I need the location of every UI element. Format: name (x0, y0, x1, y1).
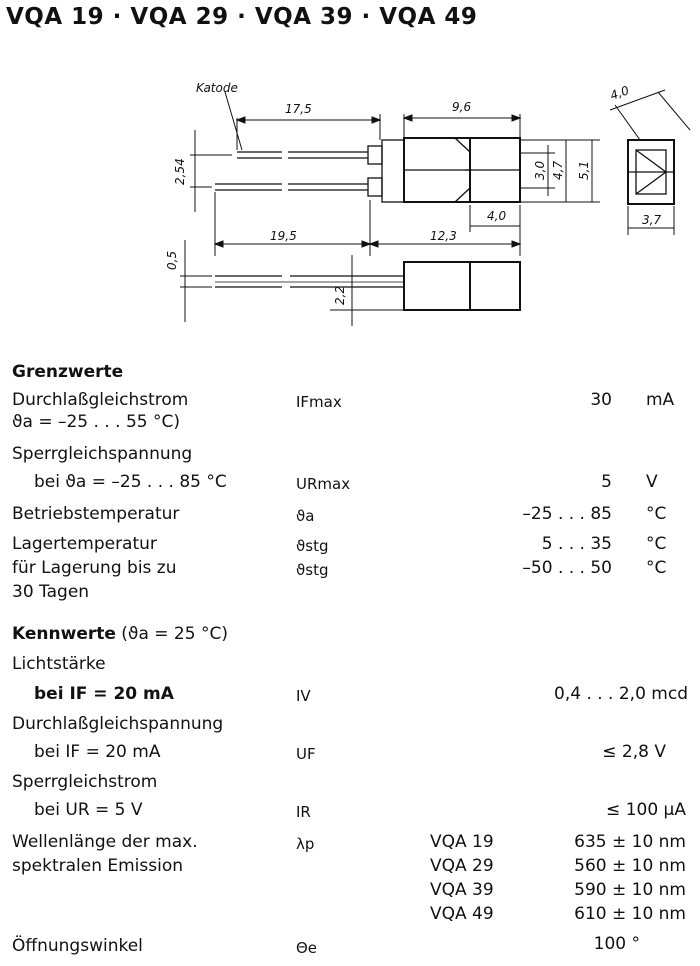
package-dimension-drawing: Katode 17,5 9,6 2,54 3,0 4,7 5,1 4,0 19,… (165, 81, 691, 326)
param-label-condition: bei IF = 20 mA (34, 684, 174, 704)
katode-label: Katode (196, 81, 238, 95)
param-symbol: UF (296, 745, 316, 763)
param-label: Sperrgleichspannung (12, 444, 193, 464)
param-value: ≤ 2,8 V (602, 742, 666, 762)
dim-label: 3,7 (642, 213, 661, 227)
param-label-condition: ϑa = –25 . . . 55 °C) (12, 412, 180, 432)
variant-value: 610 ± 10 nm (574, 904, 686, 924)
dim-label: 4,0 (487, 209, 506, 223)
param-value: 0,4 . . . 2,0 mcd (554, 684, 688, 704)
variant-type: VQA 19 (430, 832, 494, 852)
param-label: Sperrgleichstrom (12, 772, 158, 792)
variant-value: 590 ± 10 nm (574, 880, 686, 900)
param-unit: °C (646, 558, 667, 578)
variant-type: VQA 49 (430, 904, 494, 924)
param-symbol: IR (296, 803, 311, 821)
param-symbol: IFmax (296, 393, 342, 411)
section-heading-kennwerte: Kennwerte (ϑa = 25 °C) (12, 624, 228, 644)
dim-label: 19,5 (270, 229, 297, 243)
param-label-condition: bei IF = 20 mA (34, 742, 161, 762)
param-label: Lagertemperatur (12, 534, 157, 554)
param-value: 5 (601, 472, 612, 492)
param-unit: °C (646, 504, 667, 524)
top-view (215, 137, 521, 203)
param-label: Betriebstemperatur (12, 504, 180, 524)
param-unit: °C (646, 534, 667, 554)
dim-label: 4,7 (551, 161, 565, 180)
param-symbol: Θe (296, 939, 318, 957)
param-label-condition: bei UR = 5 V (34, 800, 143, 820)
dim-label: 4,0 (608, 83, 631, 103)
dim-label: 2,2 (333, 286, 347, 305)
param-symbol: ϑa (296, 507, 315, 525)
param-value: 5 . . . 35 (541, 534, 612, 554)
dim-label: 5,1 (577, 161, 591, 180)
section-heading-grenzwerte: Grenzwerte (12, 362, 124, 382)
param-value: ≤ 100 µA (606, 800, 686, 820)
variant-value: 635 ± 10 nm (574, 832, 686, 852)
variant-value: 560 ± 10 nm (574, 856, 686, 876)
side-view (180, 240, 521, 326)
dim-label: 17,5 (285, 102, 312, 116)
param-label: für Lagerung bis zu (12, 558, 177, 578)
dim-label: 12,3 (430, 229, 457, 243)
dim-label: 3,0 (533, 161, 547, 180)
param-symbol: IV (296, 687, 311, 705)
param-unit: V (646, 472, 658, 492)
param-symbol: ϑstg (296, 537, 329, 555)
param-value: –50 . . . 50 (522, 558, 612, 578)
dim-label: 0,5 (165, 251, 179, 270)
variant-type: VQA 39 (430, 880, 494, 900)
param-label-condition: spektralen Emission (12, 856, 184, 876)
param-value: 100 ° (593, 934, 640, 954)
variant-type: VQA 29 (430, 856, 494, 876)
param-label: Wellenlänge der max. (12, 832, 198, 852)
param-label: Durchlaßgleichspannung (12, 714, 224, 734)
kennwerte-condition: (ϑa = 25 °C) (121, 624, 228, 644)
param-symbol: URmax (296, 475, 351, 493)
dim-label: 2,54 (173, 158, 187, 185)
param-label: Öffnungswinkel (12, 936, 143, 956)
document-title: VQA 19 · VQA 29 · VQA 39 · VQA 49 (6, 4, 478, 30)
param-label: Durchlaßgleichstrom (12, 390, 189, 410)
end-view (609, 89, 691, 235)
param-symbol: ϑstg (296, 561, 329, 579)
param-symbol: λp (296, 835, 315, 853)
param-unit: mA (646, 390, 675, 410)
kennwerte-heading: Kennwerte (12, 624, 116, 644)
param-value: –25 . . . 85 (522, 504, 612, 524)
dim-label: 9,6 (452, 100, 471, 114)
param-label: Lichtstärke (12, 654, 106, 674)
param-label-condition: 30 Tagen (12, 582, 90, 602)
param-label-condition: bei ϑa = –25 . . . 85 °C (34, 472, 227, 492)
param-value: 30 (590, 390, 612, 410)
